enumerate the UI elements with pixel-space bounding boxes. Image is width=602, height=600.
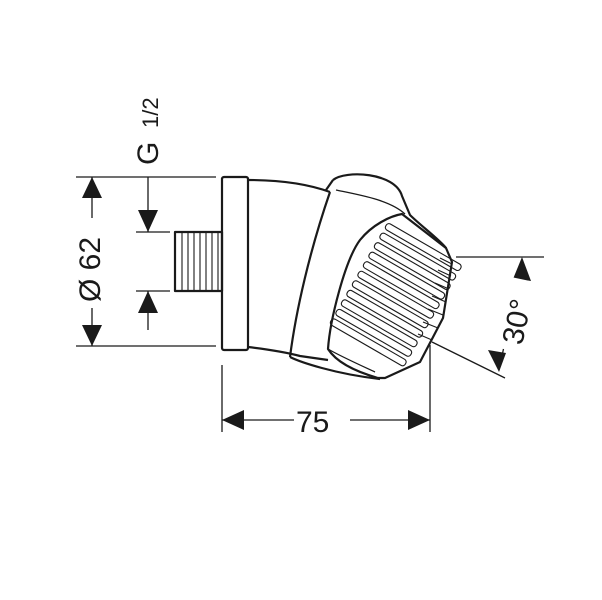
elbow-body [247, 173, 447, 381]
thread-arrow-bottom [138, 291, 158, 313]
diameter-arrow-top [82, 177, 102, 198]
width-arrow-right [408, 410, 430, 430]
diameter-arrow-bottom [82, 325, 102, 346]
thread-arrow-top [138, 210, 158, 232]
angle-arrow-bottom [488, 350, 506, 372]
spray-ring [326, 212, 462, 380]
angle-arrow-top [513, 257, 531, 281]
thread-dimension: G 1/2 [132, 97, 170, 330]
width-arrow-left [222, 410, 244, 430]
diameter-dimension: Ø 62 [74, 176, 216, 347]
width-label: 75 [296, 406, 329, 439]
thread-fraction: 1/2 [138, 97, 163, 128]
angle-dimension: 30° [431, 256, 544, 379]
wall-flange [220, 175, 250, 352]
diameter-label: Ø 62 [74, 237, 107, 302]
width-dimension: 75 [221, 345, 431, 439]
threaded-connector [173, 230, 224, 293]
thread-label: G [132, 142, 165, 165]
